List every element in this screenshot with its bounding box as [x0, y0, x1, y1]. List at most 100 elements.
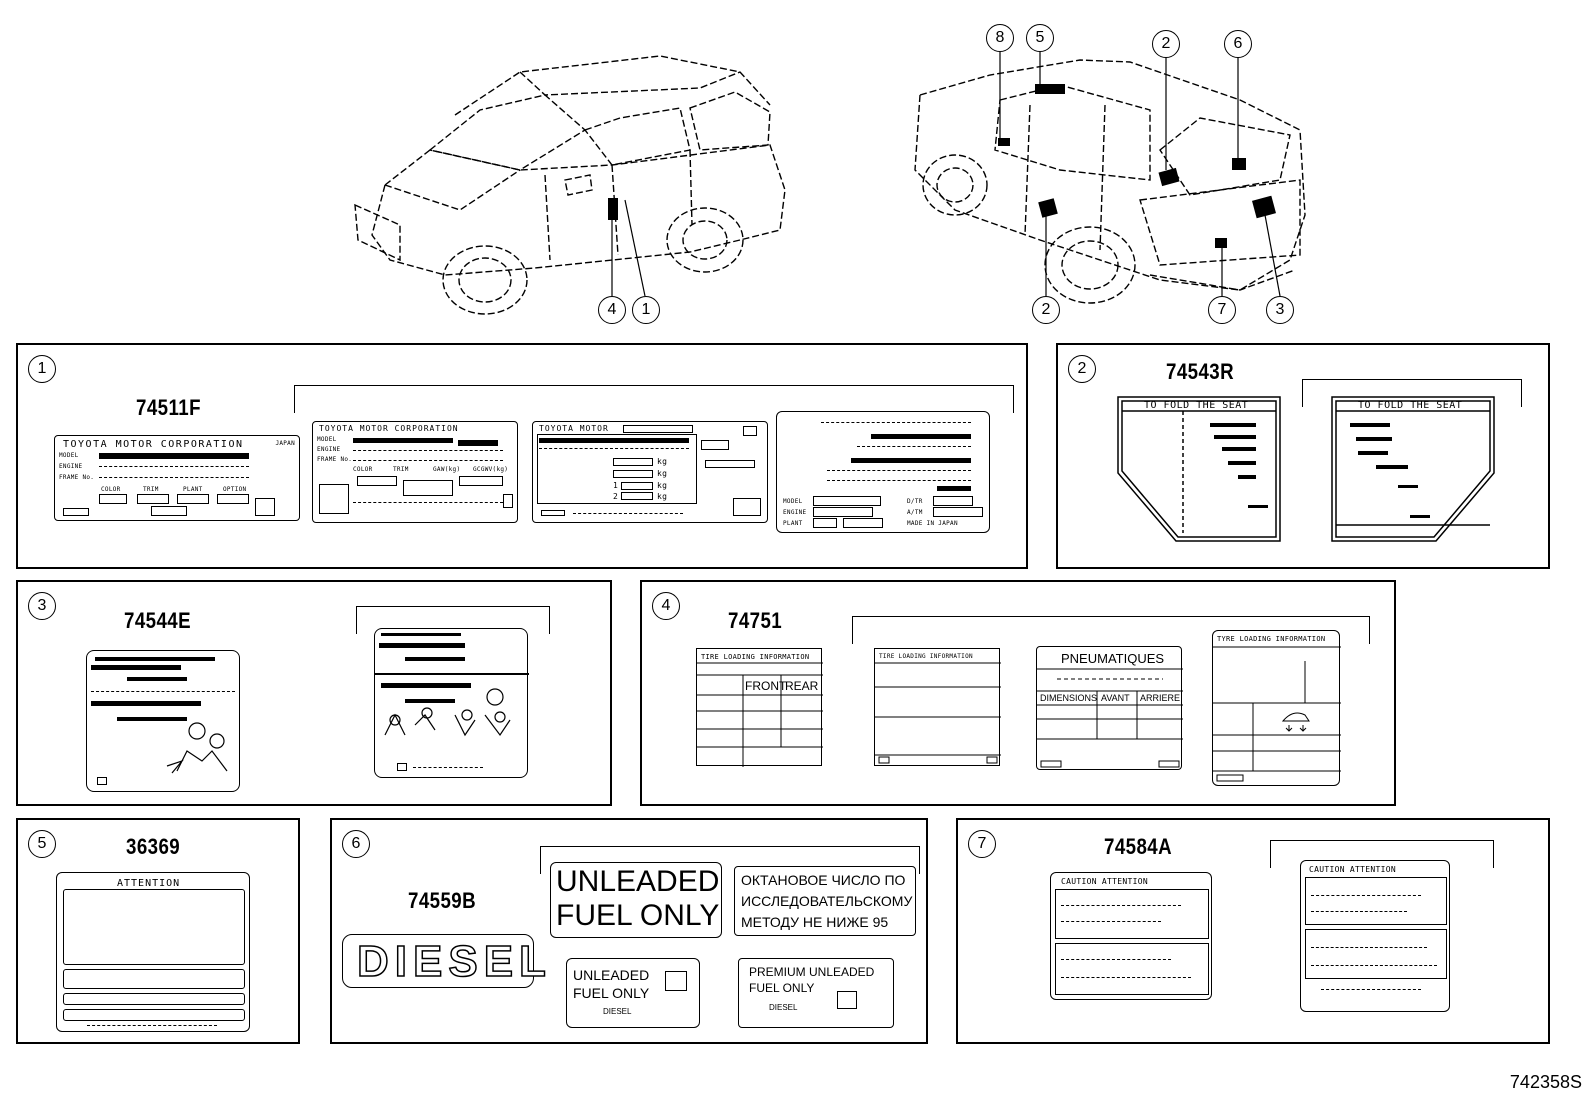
label-unleaded-small: UNLEADED FUEL ONLY DIESEL [566, 958, 700, 1028]
vehicle-callout-5: 5 [1026, 24, 1054, 52]
diagram-id: 742358S [1509, 1072, 1582, 1092]
row-dtr: D/TR [907, 498, 923, 505]
col-trim: TRIM [143, 486, 159, 493]
panel-3: 3 74544E [16, 580, 612, 806]
variant-bracket [1270, 840, 1494, 868]
premium-line-2: FUEL ONLY [749, 981, 815, 995]
panel-1-callout: 1 [28, 355, 56, 383]
variant-bracket [294, 385, 1014, 413]
label-74751-b: TIRE LOADING INFORMATION [874, 648, 1001, 766]
book-icon [665, 971, 687, 991]
label-country: JAPAN [275, 440, 295, 447]
label-74511F-variant-d: MODEL ENGINE PLANT D/TR A/TM MADE IN JAP… [776, 411, 990, 533]
unit-kg-4: kg [657, 492, 668, 501]
panel-2-callout: 2 [1068, 355, 1096, 383]
row-frame: FRAME No. [317, 456, 353, 463]
row-model: MODEL [317, 436, 337, 443]
unit-kg-1: kg [657, 457, 668, 466]
col-plant: PLANT [183, 486, 203, 493]
vehicle-callout-4: 4 [598, 296, 626, 324]
russian-line-2: ИССЛЕДОВАТЕЛЬСКОМУ [741, 893, 913, 909]
unit-kg-3: kg [657, 481, 668, 490]
panel-7-callout: 7 [968, 830, 996, 858]
row-engine: ENGINE [783, 509, 807, 516]
label-title-right: TO FOLD THE SEAT [1358, 400, 1463, 411]
unleaded-small-line-1: UNLEADED [573, 967, 650, 983]
unleaded-line-1: UNLEADED [556, 865, 720, 898]
axle-2: 2 [613, 492, 619, 501]
row-plant: PLANT [783, 520, 803, 527]
vehicle-callout-1: 1 [632, 296, 660, 324]
col-gaw: GAW(kg) [433, 466, 461, 473]
variant-bracket [852, 616, 1370, 644]
label-title: ATTENTION [117, 878, 181, 889]
row-atm: A/TM [907, 509, 923, 516]
label-74584A-a: CAUTION ATTENTION [1050, 872, 1212, 1000]
row-engine: ENGINE [317, 446, 341, 453]
col-avant: AVANT [1101, 693, 1130, 703]
label-74511F-variant-b: TOYOTA MOTOR CORPORATION MODEL ENGINE FR… [312, 421, 518, 523]
col-gcgwv: GCGWV(kg) [473, 466, 509, 473]
russian-line-3: МЕТОДУ НЕ НИЖЕ 95 [741, 914, 889, 930]
label-74543R-shape [1117, 396, 1495, 542]
vehicle-front-illustration [354, 52, 1306, 315]
illustration-hazard-a [166, 722, 228, 774]
unleaded-line-2: FUEL ONLY [556, 899, 720, 932]
label-74751-a: TIRE LOADING INFORMATION FRONT REAR [696, 648, 823, 767]
label-74751-c: PNEUMATIQUES DIMENSIONS AVANT ARRIERE [1036, 646, 1183, 770]
diesel-mark-premium: DIESEL [769, 1003, 798, 1012]
vehicle-callout-2-bottom: 2 [1032, 296, 1060, 324]
label-title: PNEUMATIQUES [1061, 651, 1165, 666]
col-dimensions: DIMENSIONS [1040, 693, 1098, 703]
panel-2: 2 74543R TO FOLD THE SEAT TO FOLD THE SE… [1056, 343, 1550, 569]
label-74511F-variant-c: TOYOTA MOTOR kg kg 1 kg 2 kg [532, 421, 768, 523]
col-color: COLOR [353, 466, 373, 473]
label-title-left: TO FOLD THE SEAT [1144, 400, 1249, 411]
part-number-74511F: 74511F [136, 395, 201, 420]
label-diesel: DIESEL [342, 934, 547, 988]
panel-3-callout: 3 [28, 592, 56, 620]
label-74544E-a [86, 650, 240, 792]
book-icon [837, 991, 857, 1009]
premium-line-1: PREMIUM UNLEADED [749, 965, 875, 979]
russian-line-1: ОКТАНОВОЕ ЧИСЛО ПО [741, 872, 906, 888]
label-title: CAUTION ATTENTION [1061, 877, 1148, 886]
diesel-mark-small: DIESEL [603, 1007, 632, 1016]
part-number-36369: 36369 [126, 834, 181, 859]
panel-1: 1 74511F TOYOTA MOTOR CORPORATION JAPAN … [16, 343, 1028, 569]
part-number-74544E: 74544E [124, 608, 192, 633]
label-36369: ATTENTION [56, 872, 250, 1032]
label-title: TIRE LOADING INFORMATION [701, 653, 810, 661]
variant-bracket [356, 606, 550, 634]
vehicle-callout-8: 8 [986, 24, 1014, 52]
col-arriere: ARRIERE [1140, 693, 1181, 703]
row-engine: ENGINE [59, 463, 83, 470]
panel-4-callout: 4 [652, 592, 680, 620]
variant-bracket [540, 846, 920, 874]
vehicle-callout-6: 6 [1224, 30, 1252, 58]
label-russian-octane: ОКТАНОВОЕ ЧИСЛО ПО ИССЛЕДОВАТЕЛЬСКОМУ МЕ… [734, 866, 916, 936]
label-title: TIRE LOADING INFORMATION [879, 653, 973, 660]
part-number-74543R: 74543R [1166, 359, 1235, 384]
col-rear: REAR [785, 679, 819, 693]
label-title: TOYOTA MOTOR CORPORATION [319, 424, 459, 433]
label-title: TOYOTA MOTOR [539, 424, 609, 433]
row-model: MODEL [59, 452, 79, 459]
label-74584A-b: CAUTION ATTENTION [1300, 860, 1450, 1012]
panel-5: 5 36369 ATTENTION [16, 818, 300, 1044]
row-frame: FRAME No. [59, 474, 95, 481]
label-unleaded-big: UNLEADED FUEL ONLY [550, 862, 722, 938]
variant-bracket [1302, 379, 1522, 407]
col-front: FRONT [745, 679, 787, 693]
col-color: COLOR [101, 486, 121, 493]
panel-4: 4 74751 TIRE LOADING INFORMATION FRONT R… [640, 580, 1396, 806]
axle-1: 1 [613, 481, 619, 490]
vehicle-callout-2-top: 2 [1152, 30, 1180, 58]
made-in-japan: MADE IN JAPAN [907, 520, 958, 527]
label-title: TYRE LOADING INFORMATION [1217, 635, 1326, 643]
label-74544E-b [374, 628, 529, 778]
panel-6: 6 74559B DIESEL UNLEADED FUEL ONLY ОКТАН… [330, 818, 928, 1044]
diesel-text: DIESEL [356, 936, 552, 987]
illustration-hazard-b [384, 688, 511, 737]
vehicle-callout-3: 3 [1266, 296, 1294, 324]
